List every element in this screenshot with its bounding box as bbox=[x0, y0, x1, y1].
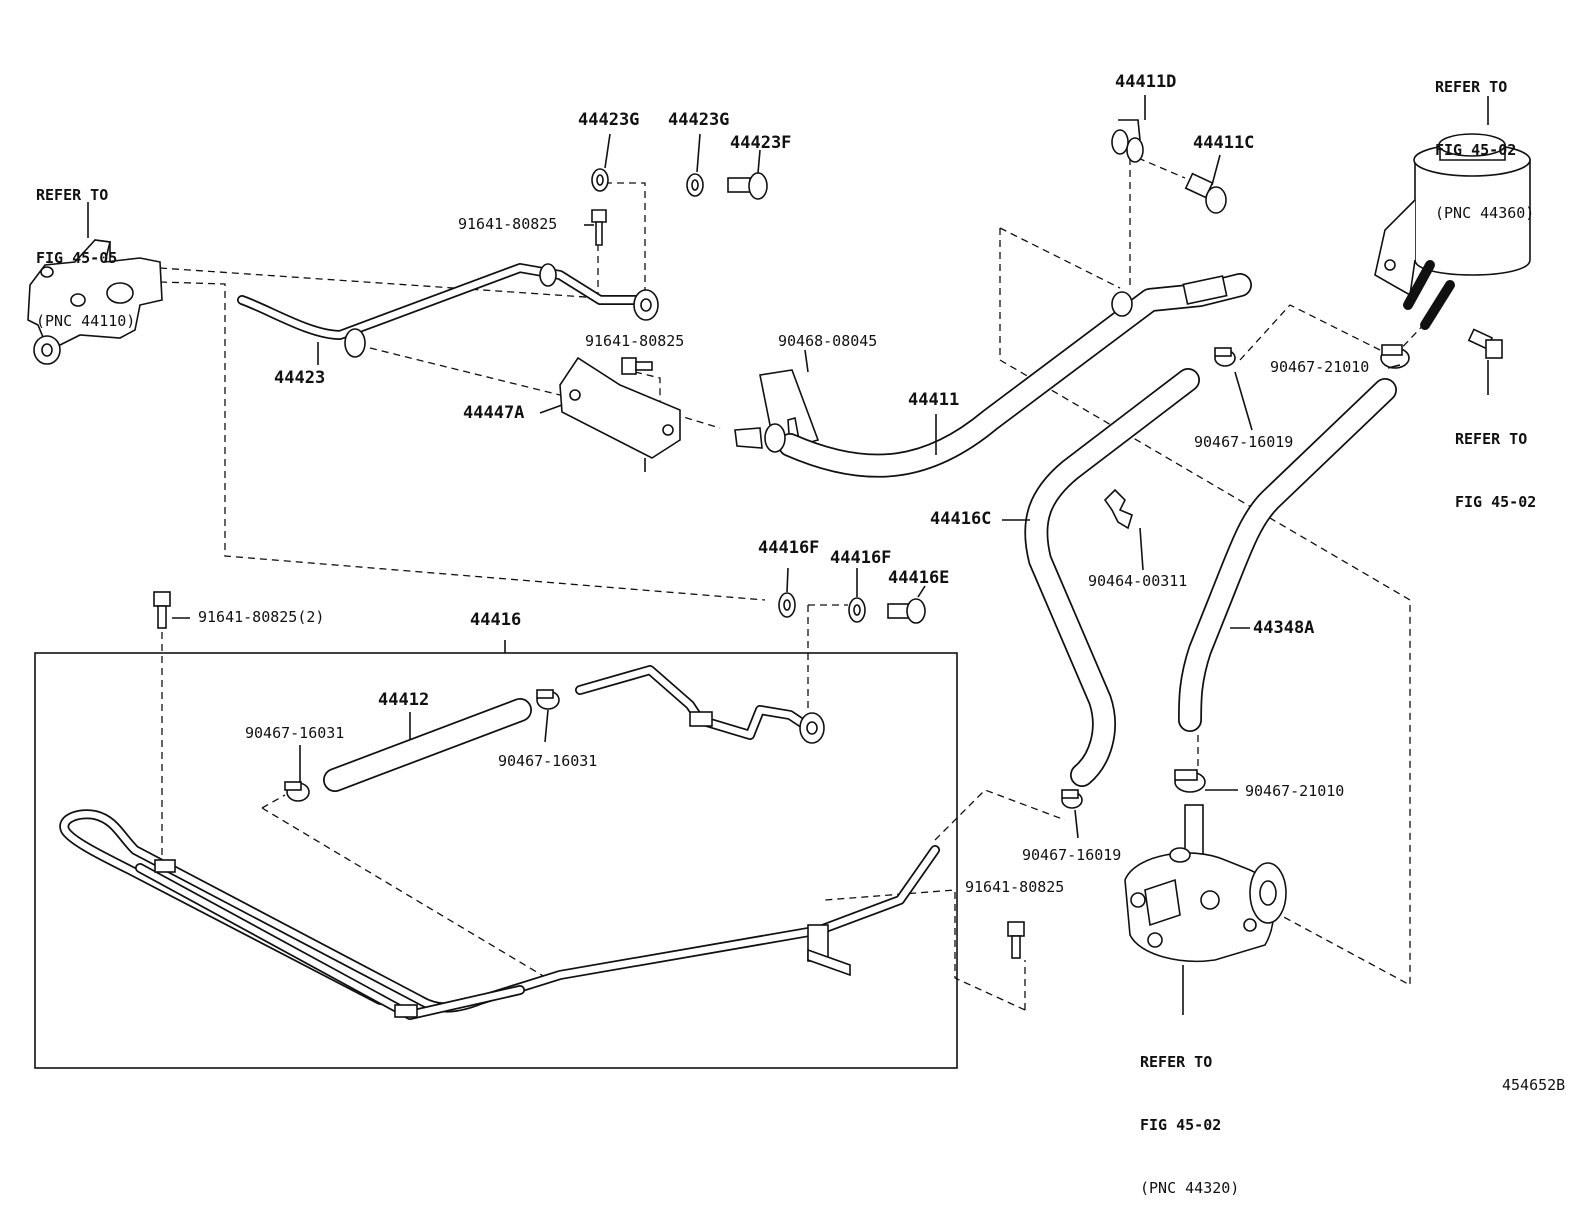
clamp-90467-16019-icon bbox=[1061, 789, 1083, 809]
hose-44348a-icon bbox=[1178, 378, 1397, 732]
tube-44416-icon bbox=[575, 665, 825, 744]
washer-44423g-icon bbox=[591, 168, 609, 192]
bolt-91641-icon bbox=[153, 591, 171, 629]
ref-line: FIG 45-05 bbox=[36, 249, 118, 267]
label-44423: 44423 bbox=[274, 368, 326, 388]
parts-diagram bbox=[27, 95, 1531, 1069]
tube-44423-icon bbox=[237, 263, 659, 358]
reservoir-icon bbox=[1374, 133, 1531, 330]
label-90468-08045: 90468-08045 bbox=[778, 332, 878, 350]
label-44416: 44416 bbox=[470, 610, 522, 630]
clamp-90467-16019-icon bbox=[1214, 347, 1236, 367]
washer-44423g-icon bbox=[686, 173, 704, 197]
union-bolt-44411c-icon bbox=[1184, 172, 1227, 214]
label-44423g: 44423G bbox=[668, 110, 730, 130]
label-44416e: 44416E bbox=[888, 568, 950, 588]
washer-44416f-icon bbox=[848, 597, 866, 623]
cooler-tube-icon bbox=[59, 809, 940, 1020]
label-44411d: 44411D bbox=[1115, 72, 1177, 92]
label-90467-16031: 90467-16031 bbox=[245, 724, 345, 742]
label-90467-16019: 90467-16019 bbox=[1022, 846, 1122, 864]
label-91641-80825: 91641-80825 bbox=[585, 332, 685, 350]
label-44447a: 44447A bbox=[463, 403, 525, 423]
hose-44411-icon bbox=[734, 273, 1252, 478]
steering-gear-icon bbox=[27, 239, 163, 365]
label-44412: 44412 bbox=[378, 690, 430, 710]
washer-44411d-icon bbox=[1111, 119, 1144, 163]
clip-90464-icon bbox=[1103, 488, 1133, 530]
bolt-91641-icon bbox=[1007, 921, 1025, 959]
ref-line: (PNC 44360) bbox=[1435, 204, 1535, 222]
label-90467-16031: 90467-16031 bbox=[498, 752, 598, 770]
clamp-90467-16031-icon bbox=[284, 781, 310, 802]
pump-icon bbox=[1124, 804, 1287, 963]
label-44416f: 44416F bbox=[758, 538, 820, 558]
label-44423f: 44423F bbox=[730, 133, 792, 153]
kit-44416-box bbox=[34, 652, 958, 1069]
diagram-id: 454652B bbox=[1502, 1076, 1566, 1094]
ref-line: REFER TO bbox=[1140, 1053, 1213, 1071]
clamp-90467-21010-icon bbox=[1380, 344, 1410, 369]
bolt-91641-icon bbox=[621, 357, 653, 375]
label-44411c: 44411C bbox=[1193, 133, 1255, 153]
ref-steering-gear: REFER TO FIG 45-05 (PNC 44110) bbox=[36, 143, 135, 353]
label-90464-00311: 90464-00311 bbox=[1088, 572, 1188, 590]
hose-44412-icon bbox=[323, 698, 532, 792]
label-44348a: 44348A bbox=[1253, 618, 1315, 638]
union-bolt-44423f-icon bbox=[727, 172, 768, 200]
ref-line: (PNC 44110) bbox=[36, 312, 136, 330]
ref-pump: REFER TO FIG 45-02 (PNC 44320) bbox=[1140, 1010, 1239, 1220]
ref-line: FIG 45-02 bbox=[1140, 1116, 1222, 1134]
label-90467-16019: 90467-16019 bbox=[1194, 433, 1294, 451]
ref-bracket: REFER TO FIG 45-02 bbox=[1455, 387, 1536, 534]
leader-lines bbox=[87, 95, 1489, 1015]
ref-line: FIG 45-02 bbox=[1455, 493, 1537, 511]
clamp-90467-21010-icon bbox=[1174, 769, 1206, 793]
label-91641-80825-2: 91641-80825(2) bbox=[198, 608, 325, 626]
label-44411: 44411 bbox=[908, 390, 960, 410]
bolt-icon bbox=[1467, 328, 1503, 359]
label-90467-21010: 90467-21010 bbox=[1270, 358, 1370, 376]
ref-line: REFER TO bbox=[1455, 430, 1528, 448]
ref-line: (PNC 44320) bbox=[1140, 1179, 1240, 1197]
label-91641-80825: 91641-80825 bbox=[965, 878, 1065, 896]
clamp-90467-16031-icon bbox=[536, 689, 560, 710]
ref-line: FIG 45-02 bbox=[1435, 141, 1517, 159]
hose-44416c-icon bbox=[1024, 368, 1200, 787]
washer-44416f-icon bbox=[778, 592, 796, 618]
label-91641-80825: 91641-80825 bbox=[458, 215, 558, 233]
ref-line: REFER TO bbox=[36, 186, 109, 204]
assembly-dashed-lines bbox=[159, 157, 1431, 1011]
bolt-91641-icon bbox=[591, 209, 607, 246]
bracket-44447a-icon bbox=[559, 356, 681, 472]
ref-line: REFER TO bbox=[1435, 78, 1508, 96]
label-44416f: 44416F bbox=[830, 548, 892, 568]
label-44416c: 44416C bbox=[930, 509, 992, 529]
label-44423g: 44423G bbox=[578, 110, 640, 130]
label-90467-21010: 90467-21010 bbox=[1245, 782, 1345, 800]
ref-reservoir: REFER TO FIG 45-02 (PNC 44360) bbox=[1435, 35, 1534, 245]
union-bolt-44416e-icon bbox=[887, 598, 926, 624]
